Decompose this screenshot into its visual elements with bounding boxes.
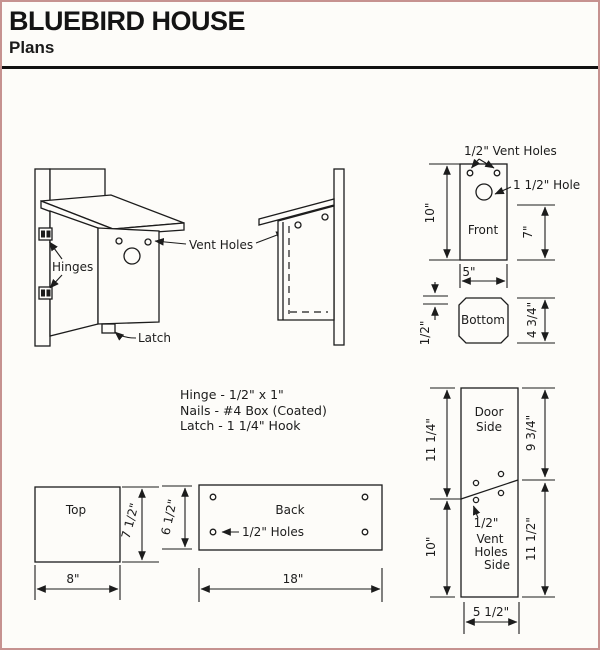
vent-hole [472,496,480,504]
vent-hole [115,237,123,245]
vent-hole [493,169,501,177]
mounting-hole [361,528,369,536]
front-hole-note: 1 1/2" Hole [513,178,580,192]
hinges-label: Hinges [52,260,93,274]
hardware-note-hinge: Hinge - 1/2" x 1" [180,387,284,402]
bottom-panel-label: Bottom [461,313,505,327]
top-panel-outline [34,486,121,563]
back-board-top [49,168,106,201]
vent-note-leader [472,505,481,519]
vent-holes-label: Vent Holes [189,238,253,252]
hardware-notes: Hinge - 1/2" x 1" Nails - #4 Box (Coated… [180,387,327,433]
page-subtitle: Plans [9,38,55,57]
vent-hole [497,489,505,497]
back-panel-drawing: Back 1/2" Holes 6 1/2" 18" [158,484,383,602]
mounting-hole [361,493,369,501]
hinges-arrow [49,241,63,260]
side-vent-note-line3: Holes [474,545,507,559]
front-hole-height-dim: 7" [521,225,535,238]
mounting-post [34,168,51,347]
mounting-hole [209,528,217,536]
top-width-dim: 8" [66,572,79,586]
vent-hole [144,238,152,246]
entrance-hole [475,183,493,201]
front-panel-outline [459,163,508,261]
assembled-front-view: Hinges Latch [34,168,185,347]
assembled-side-view [258,168,345,346]
vent-hole [497,470,505,478]
side-lower-left-dim: 10" [424,537,438,558]
door-side-label-line1: Door [475,405,504,419]
panel-split-line [460,479,519,500]
side-upper-left-dim: 11 1/4" [424,418,438,462]
entrance-hole [123,247,141,265]
top-panel-drawing: Top 7 1/2" 8" [34,486,159,600]
vent-holes-arrow-left [154,238,187,246]
top-panel-label: Top [65,503,86,517]
bottom-recess-dim: 1/2" [418,321,432,346]
vent-hole [321,213,329,221]
front-height-dim: 10" [423,203,437,224]
vent-hole [472,479,480,487]
side-width-dim: 5 1/2" [473,605,509,619]
front-panel-label: Front [468,223,499,237]
vent-hole [466,169,474,177]
vent-note-leader [478,158,495,169]
side-panel-outline [460,387,519,598]
bottom-panel-outline [458,297,509,344]
hardware-note-latch: Latch - 1 1/4" Hook [180,418,301,433]
vent-hole [294,221,302,229]
back-height-dim: 6 1/2" [158,498,179,536]
latch-label: Latch [138,331,171,345]
hinges-arrow [49,274,63,289]
mounting-hole [209,493,217,501]
back-panel-label: Back [275,503,304,517]
hole-note-leader [494,186,512,195]
front-face [97,227,160,325]
side-upper-right-dim: 9 3/4" [524,415,538,451]
mounting-post [333,168,345,346]
back-panel-outline [198,484,383,551]
bottom-panel-drawing: Bottom 1/2" 4 3/4" [418,282,555,345]
side-face [277,205,335,321]
hardware-note-nails: Nails - #4 Box (Coated) [180,403,327,418]
bottom-depth-dim: 4 3/4" [525,302,539,338]
latch-arrow [114,331,137,341]
side-lower-right-dim: 11 1/2" [524,517,538,561]
header-rule [2,66,598,69]
back-width-dim: 18" [283,572,304,586]
latch-icon [101,323,116,334]
roof-edge [258,198,335,226]
front-panel-drawing: Front 1/2" Vent Holes 1 1/2" Hole 10" 7"… [423,144,580,288]
page-header: BLUEBIRD HOUSE Plans [2,2,598,58]
door-side-label-line2: Side [476,420,502,434]
side-vent-note-line2: Vent [477,532,504,546]
side-vent-note-line4: Side [484,558,510,572]
page-title: BLUEBIRD HOUSE [9,6,246,36]
top-depth-dim: 7 1/2" [119,502,142,541]
hinge-icon [38,286,53,300]
vent-note-leader [471,158,481,169]
hinge-icon [38,227,53,241]
back-holes-note: 1/2" Holes [242,525,304,539]
side-panel-drawing: Door Side 1/2" Vent Holes Side 11 1/4" 1… [424,387,555,634]
front-width-dim: 5" [462,265,475,279]
front-vent-note: 1/2" Vent Holes [464,144,557,158]
side-vent-note-line1: 1/2" [474,516,499,530]
